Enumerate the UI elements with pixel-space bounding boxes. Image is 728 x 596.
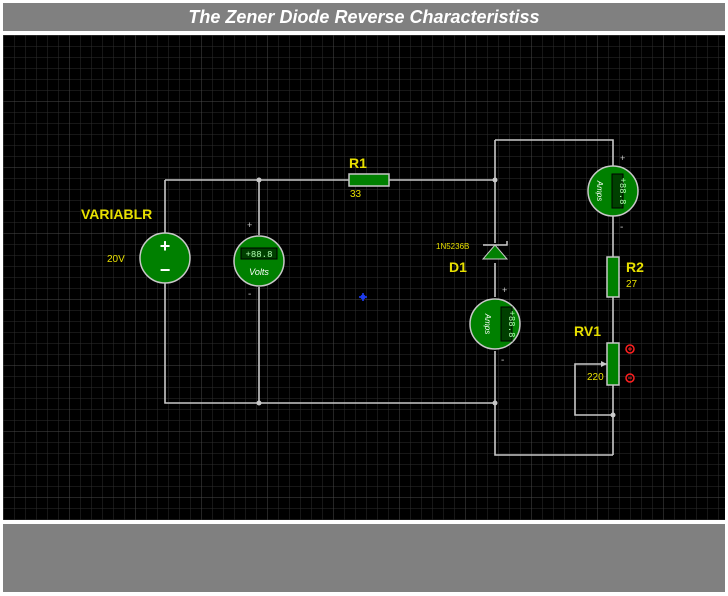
junction: [492, 400, 498, 406]
source-icon: [139, 232, 191, 284]
wire-right-top: [495, 139, 614, 167]
potentiometer-icon: [606, 342, 620, 386]
ammeter-diode-reading: +88.8: [506, 310, 516, 337]
d1-name: D1: [449, 259, 467, 275]
junction: [610, 412, 616, 418]
ammeter-diode[interactable]: +88.8 Amps + -: [469, 285, 521, 366]
ammeter-top-plus: +: [620, 153, 625, 163]
resistor-r2[interactable]: R2 27: [606, 256, 644, 298]
r2-value: 27: [626, 279, 638, 290]
ammeter-top-unit: Amps: [595, 180, 604, 201]
voltmeter-plus: +: [247, 220, 252, 230]
footer-bar: [3, 524, 725, 592]
wiper-arrow-icon: [601, 361, 607, 367]
schematic-svg[interactable]: + − VARIABLR 20V +88.8 Volts + - R1 33: [3, 35, 725, 520]
source-value: 20V: [107, 254, 125, 265]
potentiometer-rv1[interactable]: RV1 220: [574, 323, 635, 386]
ammeter-display: [500, 306, 513, 342]
d1-part: 1N5236B: [436, 242, 469, 251]
source-name: VARIABLR: [81, 206, 152, 222]
ammeter-diode-plus: +: [502, 285, 507, 295]
source-plus: +: [160, 236, 171, 256]
schematic-canvas[interactable]: + − VARIABLR 20V +88.8 Volts + - R1 33: [3, 35, 725, 520]
battery-source[interactable]: + − VARIABLR 20V: [81, 206, 191, 284]
increase-control-icon[interactable]: [625, 344, 635, 354]
grid: [3, 35, 725, 520]
ammeter-top-reading: +88.8: [617, 177, 627, 204]
title-text: The Zener Diode Reverse Characteristiss: [188, 7, 540, 27]
ammeter-diode-unit: Amps: [483, 313, 492, 334]
voltmeter-unit: Volts: [249, 267, 269, 277]
voltmeter-minus: -: [248, 289, 251, 300]
resistor-icon: [606, 256, 620, 298]
zener-icon: [481, 244, 509, 260]
ammeter-diode-minus: -: [501, 355, 504, 366]
zener-diode-d1[interactable]: 1N5236B D1: [436, 241, 509, 275]
source-minus: −: [160, 260, 171, 280]
voltmeter-display: [240, 247, 278, 260]
resistor-icon: [348, 173, 390, 187]
voltmeter[interactable]: +88.8 Volts + -: [233, 220, 285, 300]
r1-name: R1: [349, 155, 367, 171]
voltmeter-icon: [233, 235, 285, 287]
junction: [492, 177, 498, 183]
zener-bar: [483, 241, 508, 246]
rv1-value: 220: [587, 372, 604, 383]
decrease-control-icon[interactable]: [625, 373, 635, 383]
origin-marker-icon: [359, 293, 367, 301]
wire-bottom: [164, 281, 495, 404]
ammeter-top[interactable]: +88.8 Amps + -: [587, 153, 639, 233]
ammeter-display: [611, 173, 624, 209]
plus-mark-icon: [628, 347, 632, 351]
r1-value: 33: [350, 189, 362, 200]
voltmeter-reading: +88.8: [245, 250, 272, 260]
wires: [164, 139, 616, 456]
junction: [256, 177, 262, 183]
junction: [256, 400, 262, 406]
wire-diode-bottom: [494, 351, 613, 456]
wire-rv1-wiper: [574, 363, 613, 416]
rv1-name: RV1: [574, 323, 601, 339]
resistor-r1[interactable]: R1 33: [348, 155, 390, 200]
ammeter-top-minus: -: [620, 222, 623, 233]
r2-name: R2: [626, 259, 644, 275]
title-bar: The Zener Diode Reverse Characteristiss: [3, 3, 725, 31]
